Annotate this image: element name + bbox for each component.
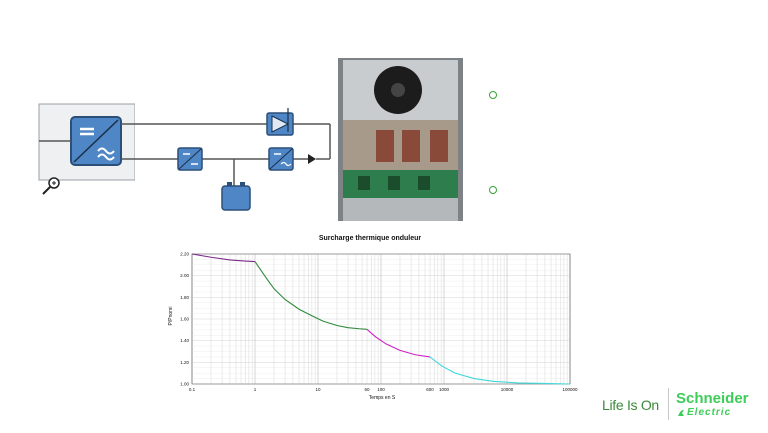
brand-divider [668, 388, 669, 420]
schneider-logo-icon [678, 409, 684, 416]
y-tick-label: 1.60 [180, 317, 189, 322]
output-arrow [308, 154, 316, 164]
overload-chart: Surcharge thermique onduleur 0.1 1 10 60 100… [168, 235, 578, 401]
y-tick-label: 1.40 [180, 338, 189, 343]
output-inverter-icon [268, 147, 294, 171]
y-tick-label: 1.00 [180, 382, 189, 387]
x-tick-label: 600 [426, 387, 434, 392]
x-tick-label: 1000 [439, 387, 450, 392]
chart-series [191, 253, 571, 385]
battery-icon [221, 182, 251, 211]
rectifier-icon [177, 147, 203, 171]
x-axis-label: Temps en S [369, 395, 396, 401]
x-tick-label: 10 [315, 387, 321, 392]
series-line-4 [429, 356, 571, 385]
x-tick-label: 1 [254, 387, 257, 392]
ups-diagram [38, 98, 335, 218]
chart-ticks: 0.1 1 10 60 100 600 1000 10000 100000 1.00 1.20 1.4… [180, 252, 578, 393]
x-tick-label: 0.1 [189, 387, 196, 392]
brand-tagline: Life Is On [602, 397, 659, 413]
x-tick-label: 60 [365, 387, 371, 392]
chart-grid [191, 253, 571, 385]
chart-title: Surcharge thermique onduleur [319, 235, 422, 242]
y-tick-label: 2.00 [180, 273, 189, 278]
static-switch-icon [266, 108, 294, 136]
series-line-3 [366, 328, 431, 358]
zoom-icon[interactable] [42, 177, 60, 195]
y-axis-label: P/Pnomi [168, 307, 174, 326]
y-tick-label: 1.20 [180, 360, 189, 365]
y-tick-label: 2.20 [180, 252, 189, 257]
x-tick-label: 100000 [562, 387, 578, 392]
brand-name: Schneider [676, 390, 749, 407]
series-line-2 [254, 261, 368, 330]
inverter-icon [70, 116, 122, 166]
brand-footer: Life Is On Schneider Electric [600, 388, 760, 420]
series-line-1 [191, 253, 256, 263]
bullet-marker-2 [489, 186, 497, 194]
inverter-photo [338, 58, 463, 221]
x-tick-label: 100 [377, 387, 385, 392]
bullet-marker-1 [489, 91, 497, 99]
brand-sub: Electric [687, 407, 732, 418]
x-tick-label: 10000 [501, 387, 514, 392]
y-tick-label: 1.80 [180, 295, 189, 300]
